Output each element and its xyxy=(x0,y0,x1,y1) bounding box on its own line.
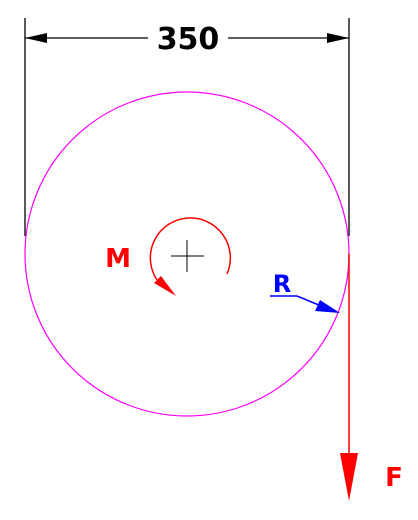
moment-arc xyxy=(149,217,232,281)
moment-arrow-icon xyxy=(154,276,176,296)
force-label: F xyxy=(385,463,403,493)
moment-label: M xyxy=(105,244,131,274)
dimension-arrow-right-icon xyxy=(327,33,349,43)
force-arrow-icon xyxy=(340,453,358,501)
dimension-value: 350 xyxy=(157,22,220,57)
radius-label: R xyxy=(273,270,291,298)
radius-arrow-icon xyxy=(315,300,340,313)
dimension-arrow-left-icon xyxy=(25,33,47,43)
